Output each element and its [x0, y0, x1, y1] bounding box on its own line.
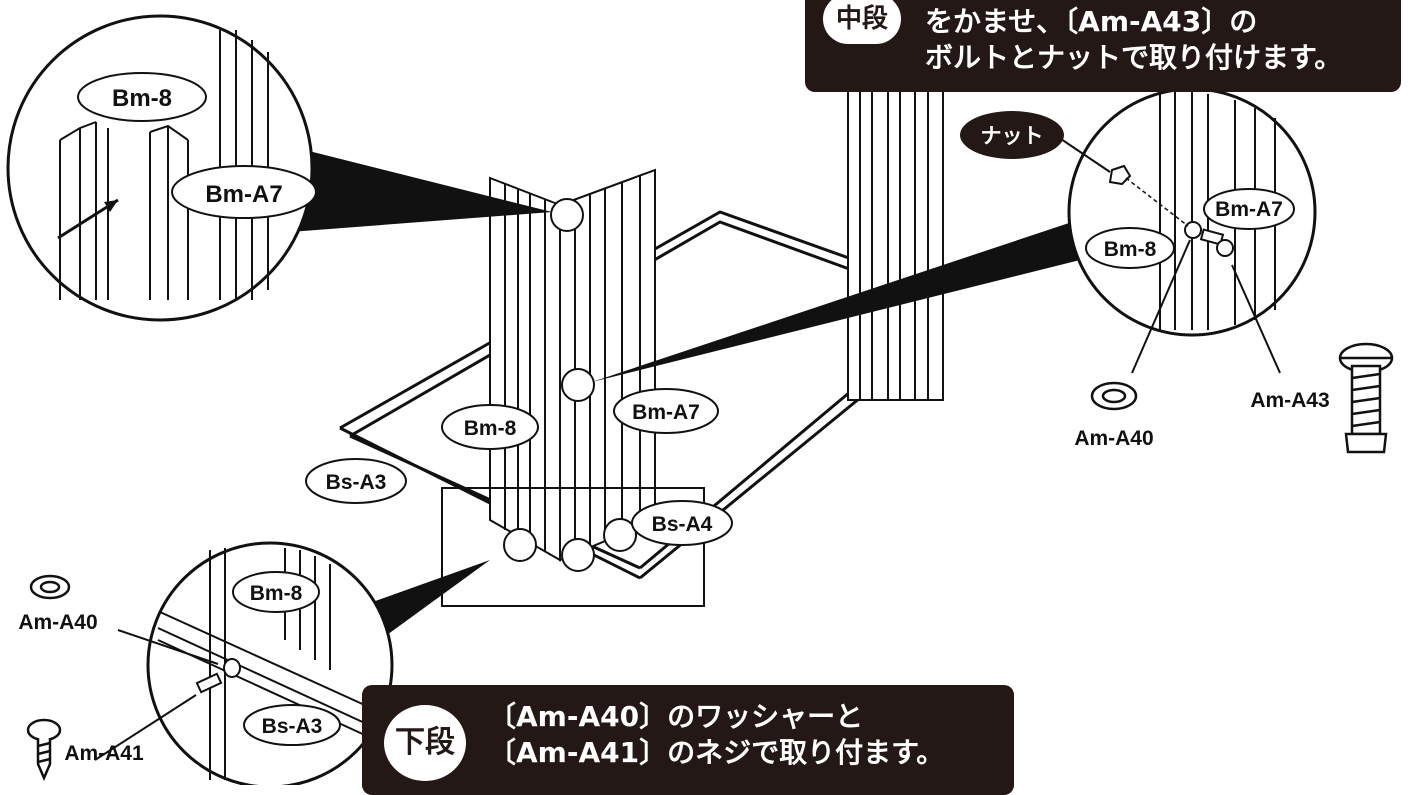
- svg-text:Bs-A3: Bs-A3: [326, 471, 387, 494]
- lower-stage-badge: 下段: [384, 705, 466, 781]
- label-bm8-bottom: Bm-8: [232, 571, 320, 613]
- bolt-icon: [1338, 342, 1394, 454]
- corner-panels: [489, 168, 656, 562]
- part-label-am-a40-left: Am-A40: [18, 611, 97, 634]
- svg-text:Bm-8: Bm-8: [1104, 238, 1157, 261]
- pointer-right: [592, 222, 1080, 382]
- top-instruction-box: 中段 をかませ、〔Am-A43〕の ボルトとナットで取り付けます。: [805, 0, 1401, 92]
- svg-text:Bm-A7: Bm-A7: [1215, 198, 1283, 221]
- label-bma7-right: Bm-A7: [1203, 188, 1295, 230]
- svg-text:Bm-8: Bm-8: [464, 417, 517, 440]
- part-label-am-a43: Am-A43: [1250, 389, 1329, 412]
- label-nut: ナット: [960, 111, 1064, 159]
- part-label-am-a40-right: Am-A40: [1074, 427, 1153, 450]
- bottom-detail-frame: [441, 487, 705, 607]
- part-label-am-a41: Am-A41: [64, 742, 144, 765]
- label-bm8-main: Bm-8: [441, 404, 539, 450]
- pointer-top-left: [290, 150, 552, 232]
- detail-circle-right: [1057, 87, 1317, 374]
- svg-text:Bm-8: Bm-8: [112, 85, 172, 112]
- top-instruction-line-2: ボルトとナットで取り付けます。: [925, 41, 1343, 74]
- label-bm8-right: Bm-8: [1085, 227, 1175, 269]
- svg-text:Bm-A7: Bm-A7: [632, 401, 700, 424]
- screw-icon: [26, 718, 62, 782]
- label-bma7-top: Bm-A7: [171, 165, 317, 219]
- washer-icon: [1090, 381, 1138, 411]
- middle-stage-badge: 中段: [823, 0, 901, 44]
- joint-markers: [503, 198, 637, 572]
- svg-text:Bs-A4: Bs-A4: [652, 513, 713, 536]
- svg-text:Bm-8: Bm-8: [250, 582, 303, 605]
- label-bma7-main: Bm-A7: [613, 388, 719, 434]
- svg-text:Bm-A7: Bm-A7: [205, 181, 282, 208]
- label-bsa4-main: Bs-A4: [631, 500, 733, 546]
- svg-text:ナット: ナット: [981, 124, 1044, 148]
- bottom-instruction-line-1: 〔Am-A40〕のワッシャーと: [488, 700, 864, 733]
- bottom-instruction-line-2: 〔Am-A41〕のネジで取り付ます。: [488, 736, 945, 769]
- bottom-instruction-box: 下段 〔Am-A40〕のワッシャーと 〔Am-A41〕のネジで取り付ます。: [362, 685, 1014, 795]
- label-bsa3-main: Bs-A3: [305, 458, 407, 504]
- back-wall-panel: [847, 69, 944, 401]
- label-bm8-top: Bm-8: [77, 72, 207, 122]
- svg-text:Bs-A3: Bs-A3: [262, 715, 323, 738]
- top-instruction-line-1: をかませ、〔Am-A43〕の: [925, 5, 1258, 38]
- label-bsa3-bottom: Bs-A3: [243, 704, 341, 746]
- washer-small-icon: [29, 574, 71, 600]
